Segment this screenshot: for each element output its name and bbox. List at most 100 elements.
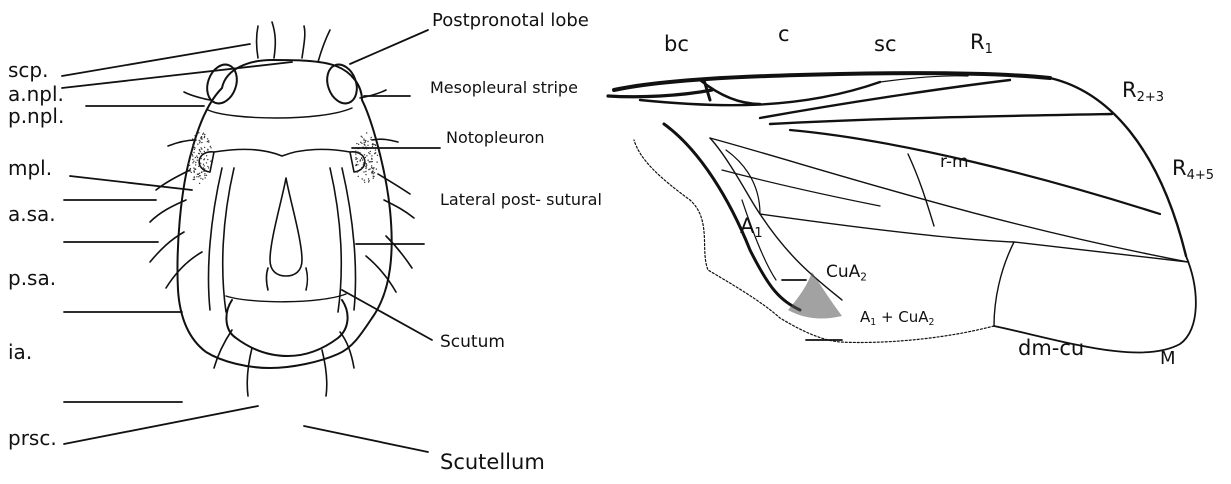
- stipple-dot: [362, 178, 363, 179]
- stipple-dot: [361, 157, 362, 158]
- stipple-dot: [201, 171, 202, 172]
- stipple-dot: [370, 161, 371, 162]
- stipple-dot: [202, 179, 203, 180]
- thorax-drawing: [150, 22, 414, 396]
- stipple-dot: [363, 164, 364, 165]
- stipple-dot: [377, 155, 378, 156]
- stipple-dot: [192, 162, 193, 163]
- leader-scp-2: [62, 62, 292, 88]
- stipple-dot: [207, 149, 208, 150]
- stipple-dot: [359, 152, 360, 153]
- stipple-dot: [364, 144, 365, 145]
- stipple-dot: [194, 179, 195, 180]
- label-R4-5-base: R: [1172, 156, 1187, 180]
- stipple-dot: [200, 147, 201, 148]
- stipple-dot: [206, 155, 207, 156]
- label-R1-sub: 1: [985, 42, 993, 57]
- stipple-dot: [197, 144, 198, 145]
- stipple-dot: [195, 164, 196, 165]
- stipple-dot: [372, 168, 373, 169]
- stipple-dot: [368, 181, 369, 182]
- label-A1-CuA2-sub2: 2: [929, 317, 935, 328]
- label-anpl: a.npl.: [8, 84, 64, 104]
- scutellum-outline: [226, 300, 347, 356]
- stipple-dot: [199, 173, 200, 174]
- stipple-dot: [199, 166, 200, 167]
- stipple-dot: [370, 151, 371, 152]
- label-scp: scp.: [8, 60, 48, 80]
- label-R4-5-sub: 4+5: [1187, 168, 1214, 183]
- stipple-dot: [199, 157, 200, 158]
- stipple-dot: [361, 143, 362, 144]
- label-prsc: prsc.: [8, 428, 57, 448]
- leader-scutum: [342, 290, 432, 340]
- stipple-dot: [193, 146, 194, 147]
- stipple-dot: [196, 155, 197, 156]
- stipple-dot: [365, 140, 366, 141]
- costa-tip: [1050, 78, 1186, 256]
- stipple-dot: [200, 178, 201, 179]
- stipple-dot: [366, 163, 367, 164]
- stipple-dot: [367, 141, 368, 142]
- stipple-dot: [194, 172, 195, 173]
- stipple-dot: [198, 176, 199, 177]
- stipple-dot: [208, 167, 209, 168]
- stipple-dot: [371, 165, 372, 166]
- stipple-dot: [201, 148, 202, 149]
- stipple-dot: [362, 159, 363, 160]
- label-A1-sub: 1: [754, 226, 762, 241]
- stipple-dot: [373, 173, 374, 174]
- stipple-dot: [190, 168, 191, 169]
- stipple-dot: [358, 176, 359, 177]
- stipple-dot: [369, 161, 370, 162]
- stipple-dot: [196, 176, 197, 177]
- stipple-dot: [374, 172, 375, 173]
- stipple-dot: [363, 171, 364, 172]
- stipple-dot: [206, 175, 207, 176]
- stipple-dot: [191, 172, 192, 173]
- label-notopleuron: Notopleuron: [446, 130, 545, 146]
- stipple-dot: [364, 160, 365, 161]
- leader-prsc: [64, 406, 258, 444]
- stipple-dot: [193, 152, 194, 153]
- label-R2-3-base: R: [1122, 78, 1137, 102]
- stipple-dot: [200, 163, 201, 164]
- central-vitta: [270, 178, 302, 276]
- stipple-dot: [204, 173, 205, 174]
- stipple-dot: [359, 160, 360, 161]
- stipple-dot: [197, 157, 198, 158]
- label-R1-base: R: [970, 30, 985, 54]
- label-scutellum: Scutellum: [440, 452, 545, 473]
- stipple-dot: [376, 161, 377, 162]
- stipple-dot: [362, 137, 363, 138]
- label-R4-5: R4+5: [1172, 158, 1214, 182]
- stipple-dot: [368, 152, 369, 153]
- stipple-dot: [371, 155, 372, 156]
- stipple-dot: [207, 138, 208, 139]
- stipple-dot: [355, 153, 356, 154]
- label-r-m: r-m: [940, 154, 969, 171]
- stipple-dot: [210, 146, 211, 147]
- stipple-dot: [367, 160, 368, 161]
- stipple-dot: [365, 162, 366, 163]
- stipple-dot: [371, 158, 372, 159]
- label-CuA2-base: CuA: [826, 262, 860, 282]
- stipple-dot: [364, 180, 365, 181]
- stipple-dot: [371, 137, 372, 138]
- label-mpl: mpl.: [8, 158, 52, 178]
- stipple-dot: [373, 167, 374, 168]
- stipple-dot: [365, 157, 366, 158]
- stipple-dot: [198, 132, 199, 133]
- stipple-dot: [193, 179, 194, 180]
- label-R2-3-sub: 2+3: [1137, 90, 1164, 105]
- stipple-dot: [374, 144, 375, 145]
- stipple-dot: [376, 168, 377, 169]
- stipple-dot: [368, 180, 369, 181]
- label-c: c: [778, 24, 790, 45]
- label-CuA2-sub: 2: [860, 271, 867, 283]
- stipple-dot: [194, 176, 195, 177]
- stipple-dot: [366, 164, 367, 165]
- stipple-dot: [368, 178, 369, 179]
- stipple-dot: [355, 151, 356, 152]
